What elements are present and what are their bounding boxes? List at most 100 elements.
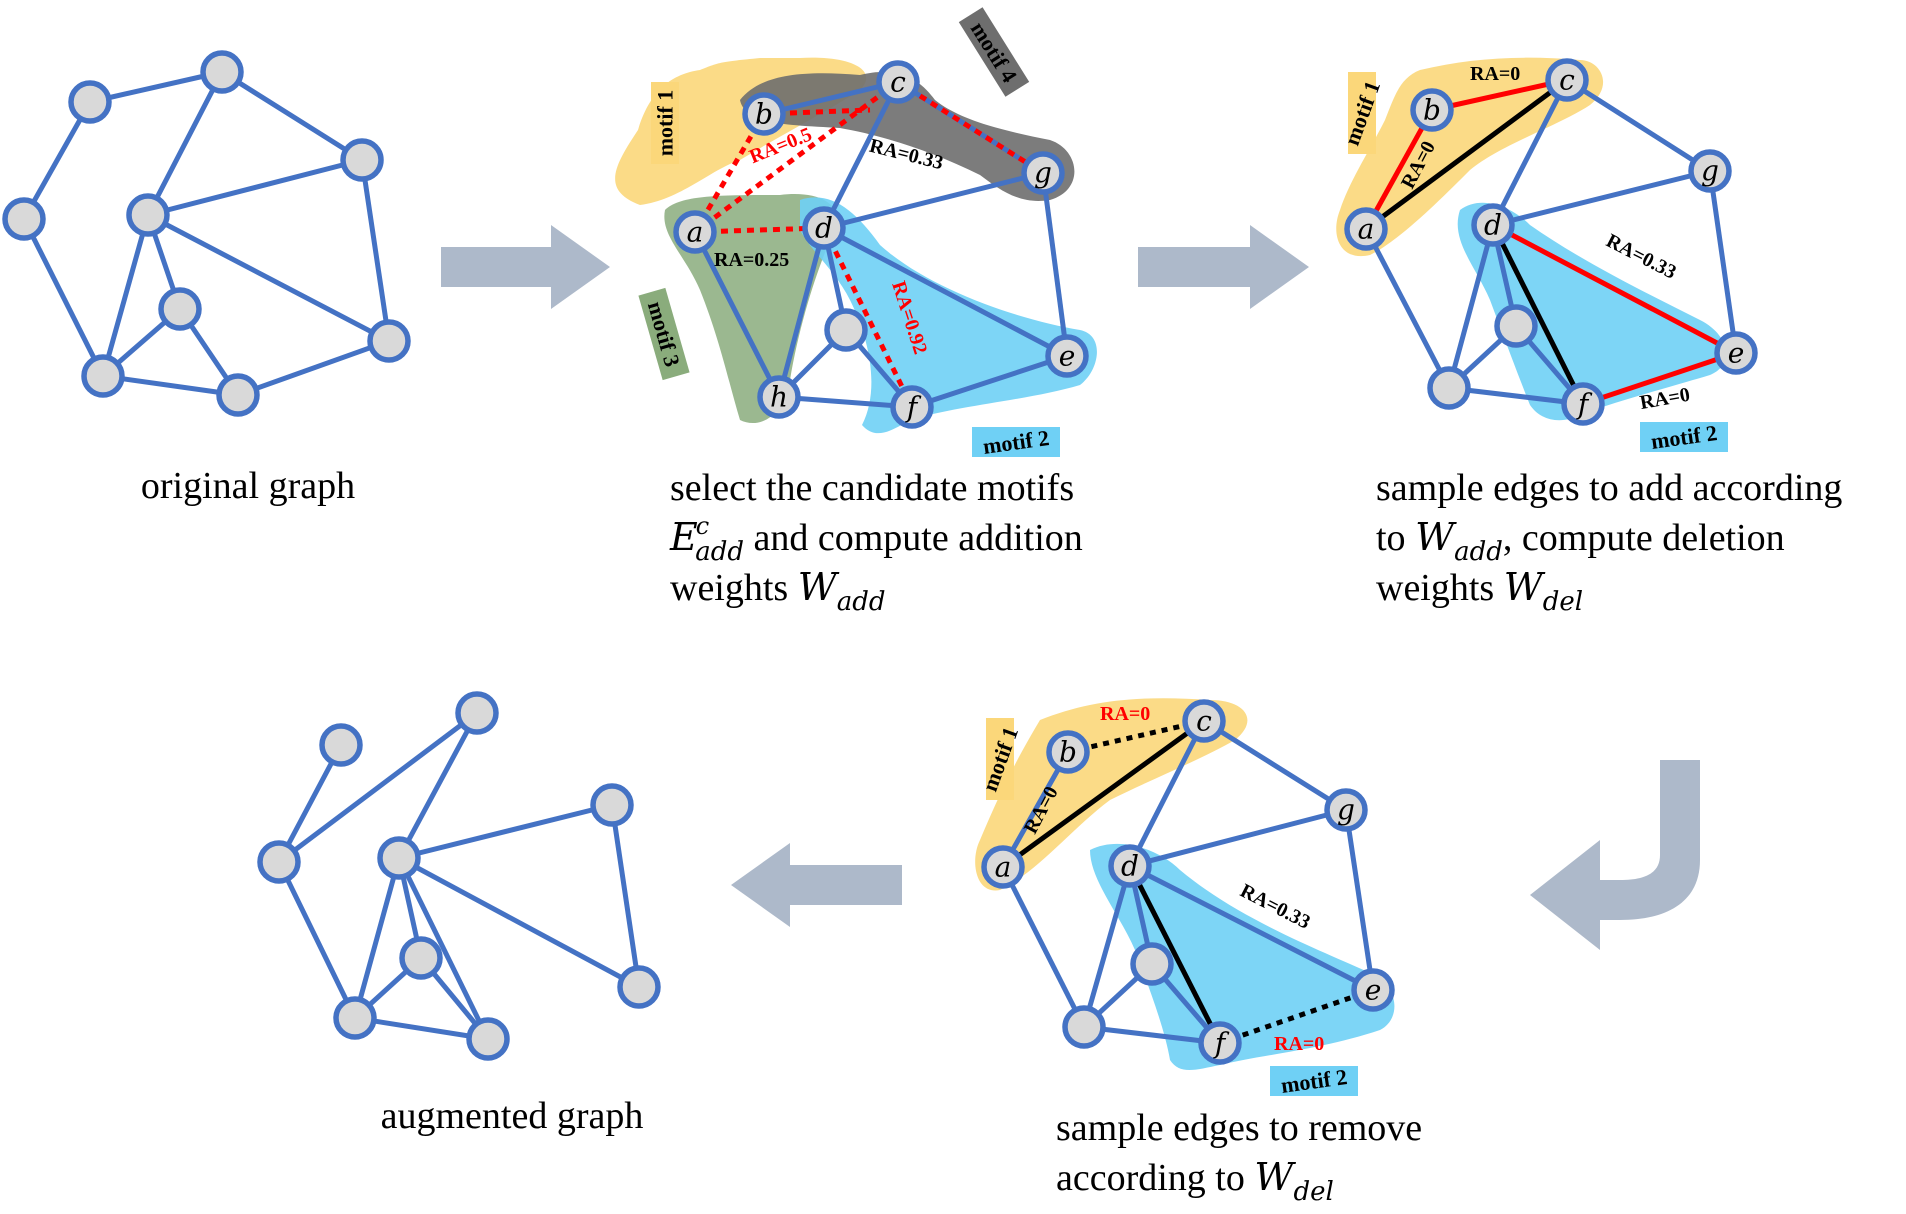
node-c <box>1545 58 1589 102</box>
node-label: e <box>1728 337 1745 370</box>
motif-1-tag <box>1348 72 1376 154</box>
node-label: a <box>995 851 1012 884</box>
node-e <box>1351 968 1395 1012</box>
graph-node <box>455 691 499 735</box>
node-h <box>757 375 801 419</box>
arrow-right-1 <box>441 225 610 309</box>
augmented-graph-nodes <box>257 691 661 1061</box>
panel-augmented-graph: augmented graph <box>257 691 661 1137</box>
candidate-edge-cg <box>896 79 1045 176</box>
ra-label: RA=0 <box>1274 1033 1324 1055</box>
graph-node <box>216 373 260 417</box>
caption-line: sample edges to add according <box>1376 467 1842 509</box>
graph-node <box>1494 304 1538 348</box>
motif-1-tag <box>651 82 679 164</box>
added-edge-ab <box>1363 108 1435 231</box>
sample-remove-nodes: b c a d g f e <box>981 699 1395 1065</box>
graph-node <box>81 354 125 398</box>
node-a <box>673 210 717 254</box>
node-label: g <box>1701 155 1719 188</box>
node-label: a <box>1358 213 1375 246</box>
motif-3-tag <box>638 287 690 381</box>
graph-node <box>126 193 170 237</box>
caption-line: select the candidate motifs <box>670 467 1074 509</box>
graph-node <box>333 996 377 1040</box>
node-f <box>1198 1021 1242 1065</box>
motif-label: motif 1 <box>653 90 678 157</box>
node-label: g <box>1034 157 1052 190</box>
motif-1-region <box>975 698 1248 891</box>
node-label: c <box>890 66 906 99</box>
added-edge-de <box>1491 222 1738 356</box>
node-label: h <box>770 381 788 414</box>
motif-1-tag <box>986 718 1014 800</box>
ra-label: RA=0.33 <box>1603 230 1680 284</box>
graph-node <box>1062 1005 1106 1049</box>
caption-sample-remove: sample edges to remove according to Wdel <box>1056 1107 1422 1207</box>
node-label: b <box>1059 736 1077 769</box>
panel-select-motifs: b c a d g h f e RA=0.5 RA=0.33 RA=0.25 R… <box>615 7 1097 617</box>
sample-add-nodes: b c a d g f e <box>1344 58 1758 426</box>
removed-and-kept-edges <box>1000 718 1375 1046</box>
added-edge-bc <box>1431 77 1568 113</box>
motif-1-region <box>1336 57 1604 257</box>
motif-4-tag <box>958 7 1030 97</box>
added-edges <box>1363 77 1738 407</box>
node-b <box>742 92 786 136</box>
graph-node <box>824 308 868 352</box>
node-g <box>1688 149 1732 193</box>
graph-node <box>377 836 421 880</box>
node-f <box>890 385 934 429</box>
candidate-edge-ac <box>693 79 900 235</box>
ra-label: RA=0 <box>1100 703 1150 725</box>
panel-sample-remove: b c a d g f e RA=0 RA=0 RA=0.33 RA=0 mot… <box>975 698 1422 1207</box>
node-label: a <box>687 216 704 249</box>
original-graph-nodes <box>2 50 411 417</box>
graph-node <box>340 138 384 182</box>
kept-edge-de <box>1128 863 1375 993</box>
select-motifs-edges <box>692 79 1070 410</box>
graph-node <box>367 319 411 363</box>
added-edge-fe <box>1582 350 1737 407</box>
motif-2-region <box>1457 202 1727 421</box>
graph-node <box>1427 366 1471 410</box>
arrow-curved-down-left <box>1530 760 1700 950</box>
graph-node <box>257 840 301 884</box>
node-d <box>1471 203 1515 247</box>
node-label: e <box>1365 974 1382 1007</box>
node-label: c <box>1559 64 1575 97</box>
caption-line: weights Wadd <box>670 565 886 617</box>
kept-edge-ab <box>1000 750 1071 869</box>
node-f <box>1561 382 1605 426</box>
graph-node <box>2 197 46 241</box>
node-label: g <box>1337 794 1355 827</box>
graph-node <box>158 287 202 331</box>
graph-node <box>617 965 661 1009</box>
graph-node <box>200 50 244 94</box>
node-c <box>876 60 920 104</box>
motif-label: motif 3 <box>643 299 685 370</box>
caption-original-graph: original graph <box>141 465 355 507</box>
node-label: c <box>1196 705 1212 738</box>
ra-label: RA=0.25 <box>714 249 789 271</box>
node-label: b <box>1423 94 1441 127</box>
motif-regions <box>1336 57 1727 421</box>
select-motifs-nodes: b c a d g h f e <box>673 60 1089 429</box>
node-label: d <box>1121 850 1139 883</box>
node-a <box>1344 207 1388 251</box>
motif-2-tag <box>1640 422 1728 452</box>
candidate-edge-ab <box>692 112 767 234</box>
arrow-right-2 <box>1138 225 1309 309</box>
node-g <box>1324 788 1368 832</box>
node-b <box>1046 730 1090 774</box>
node-label: d <box>1484 209 1502 242</box>
panel-sample-add: b c a d g f e RA=0 RA=0 RA=0.33 RA=0 mot… <box>1336 57 1842 617</box>
node-c <box>1182 699 1226 743</box>
node-e <box>1045 334 1089 378</box>
motif-regions <box>975 698 1395 1070</box>
graph-node <box>466 1017 510 1061</box>
graph-node <box>590 783 634 827</box>
